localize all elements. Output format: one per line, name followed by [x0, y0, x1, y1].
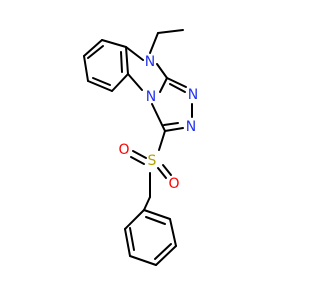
atom-s-sulfonyl: S: [148, 153, 157, 169]
bond-layer: [83, 29, 193, 266]
bond: [83, 39, 103, 57]
bond: [125, 46, 129, 75]
bond: [124, 209, 145, 230]
bond: [143, 209, 171, 220]
atom-o-upper: O: [118, 142, 129, 158]
bond: [155, 245, 177, 266]
bond: [157, 29, 184, 34]
bond: [120, 51, 123, 73]
bond: [129, 255, 157, 266]
atom-n-triazole-b: N: [186, 119, 196, 135]
molecule-structure: N N N N S O O: [83, 29, 198, 266]
bond: [156, 63, 168, 79]
bond: [157, 167, 167, 179]
atom-o-lower: O: [168, 176, 179, 192]
bond: [125, 46, 144, 61]
bond: [124, 228, 131, 257]
bond: [159, 77, 168, 93]
bond: [169, 218, 177, 247]
atom-n-bridge: N: [146, 89, 156, 105]
bond: [154, 243, 172, 260]
atom-n-ethyl: N: [145, 54, 155, 70]
bond: [111, 73, 129, 92]
bond: [166, 77, 187, 88]
bond: [143, 196, 151, 211]
bond: [169, 83, 186, 93]
bond: [151, 103, 166, 132]
bond: [149, 32, 159, 54]
bond: [127, 73, 143, 91]
atom-labels: N N N N S O O: [118, 54, 198, 192]
bond: [145, 216, 166, 225]
atom-n-triazole-a: N: [188, 87, 198, 103]
bond: [164, 127, 184, 132]
bond: [101, 39, 127, 48]
bond: [130, 156, 145, 165]
bond: [83, 55, 89, 82]
bond: [132, 150, 147, 159]
bond: [129, 227, 135, 251]
bond: [158, 130, 166, 151]
bond: [87, 45, 104, 59]
bond: [87, 80, 113, 92]
bond: [162, 164, 172, 176]
bond: [92, 77, 111, 86]
bond: [163, 122, 179, 126]
